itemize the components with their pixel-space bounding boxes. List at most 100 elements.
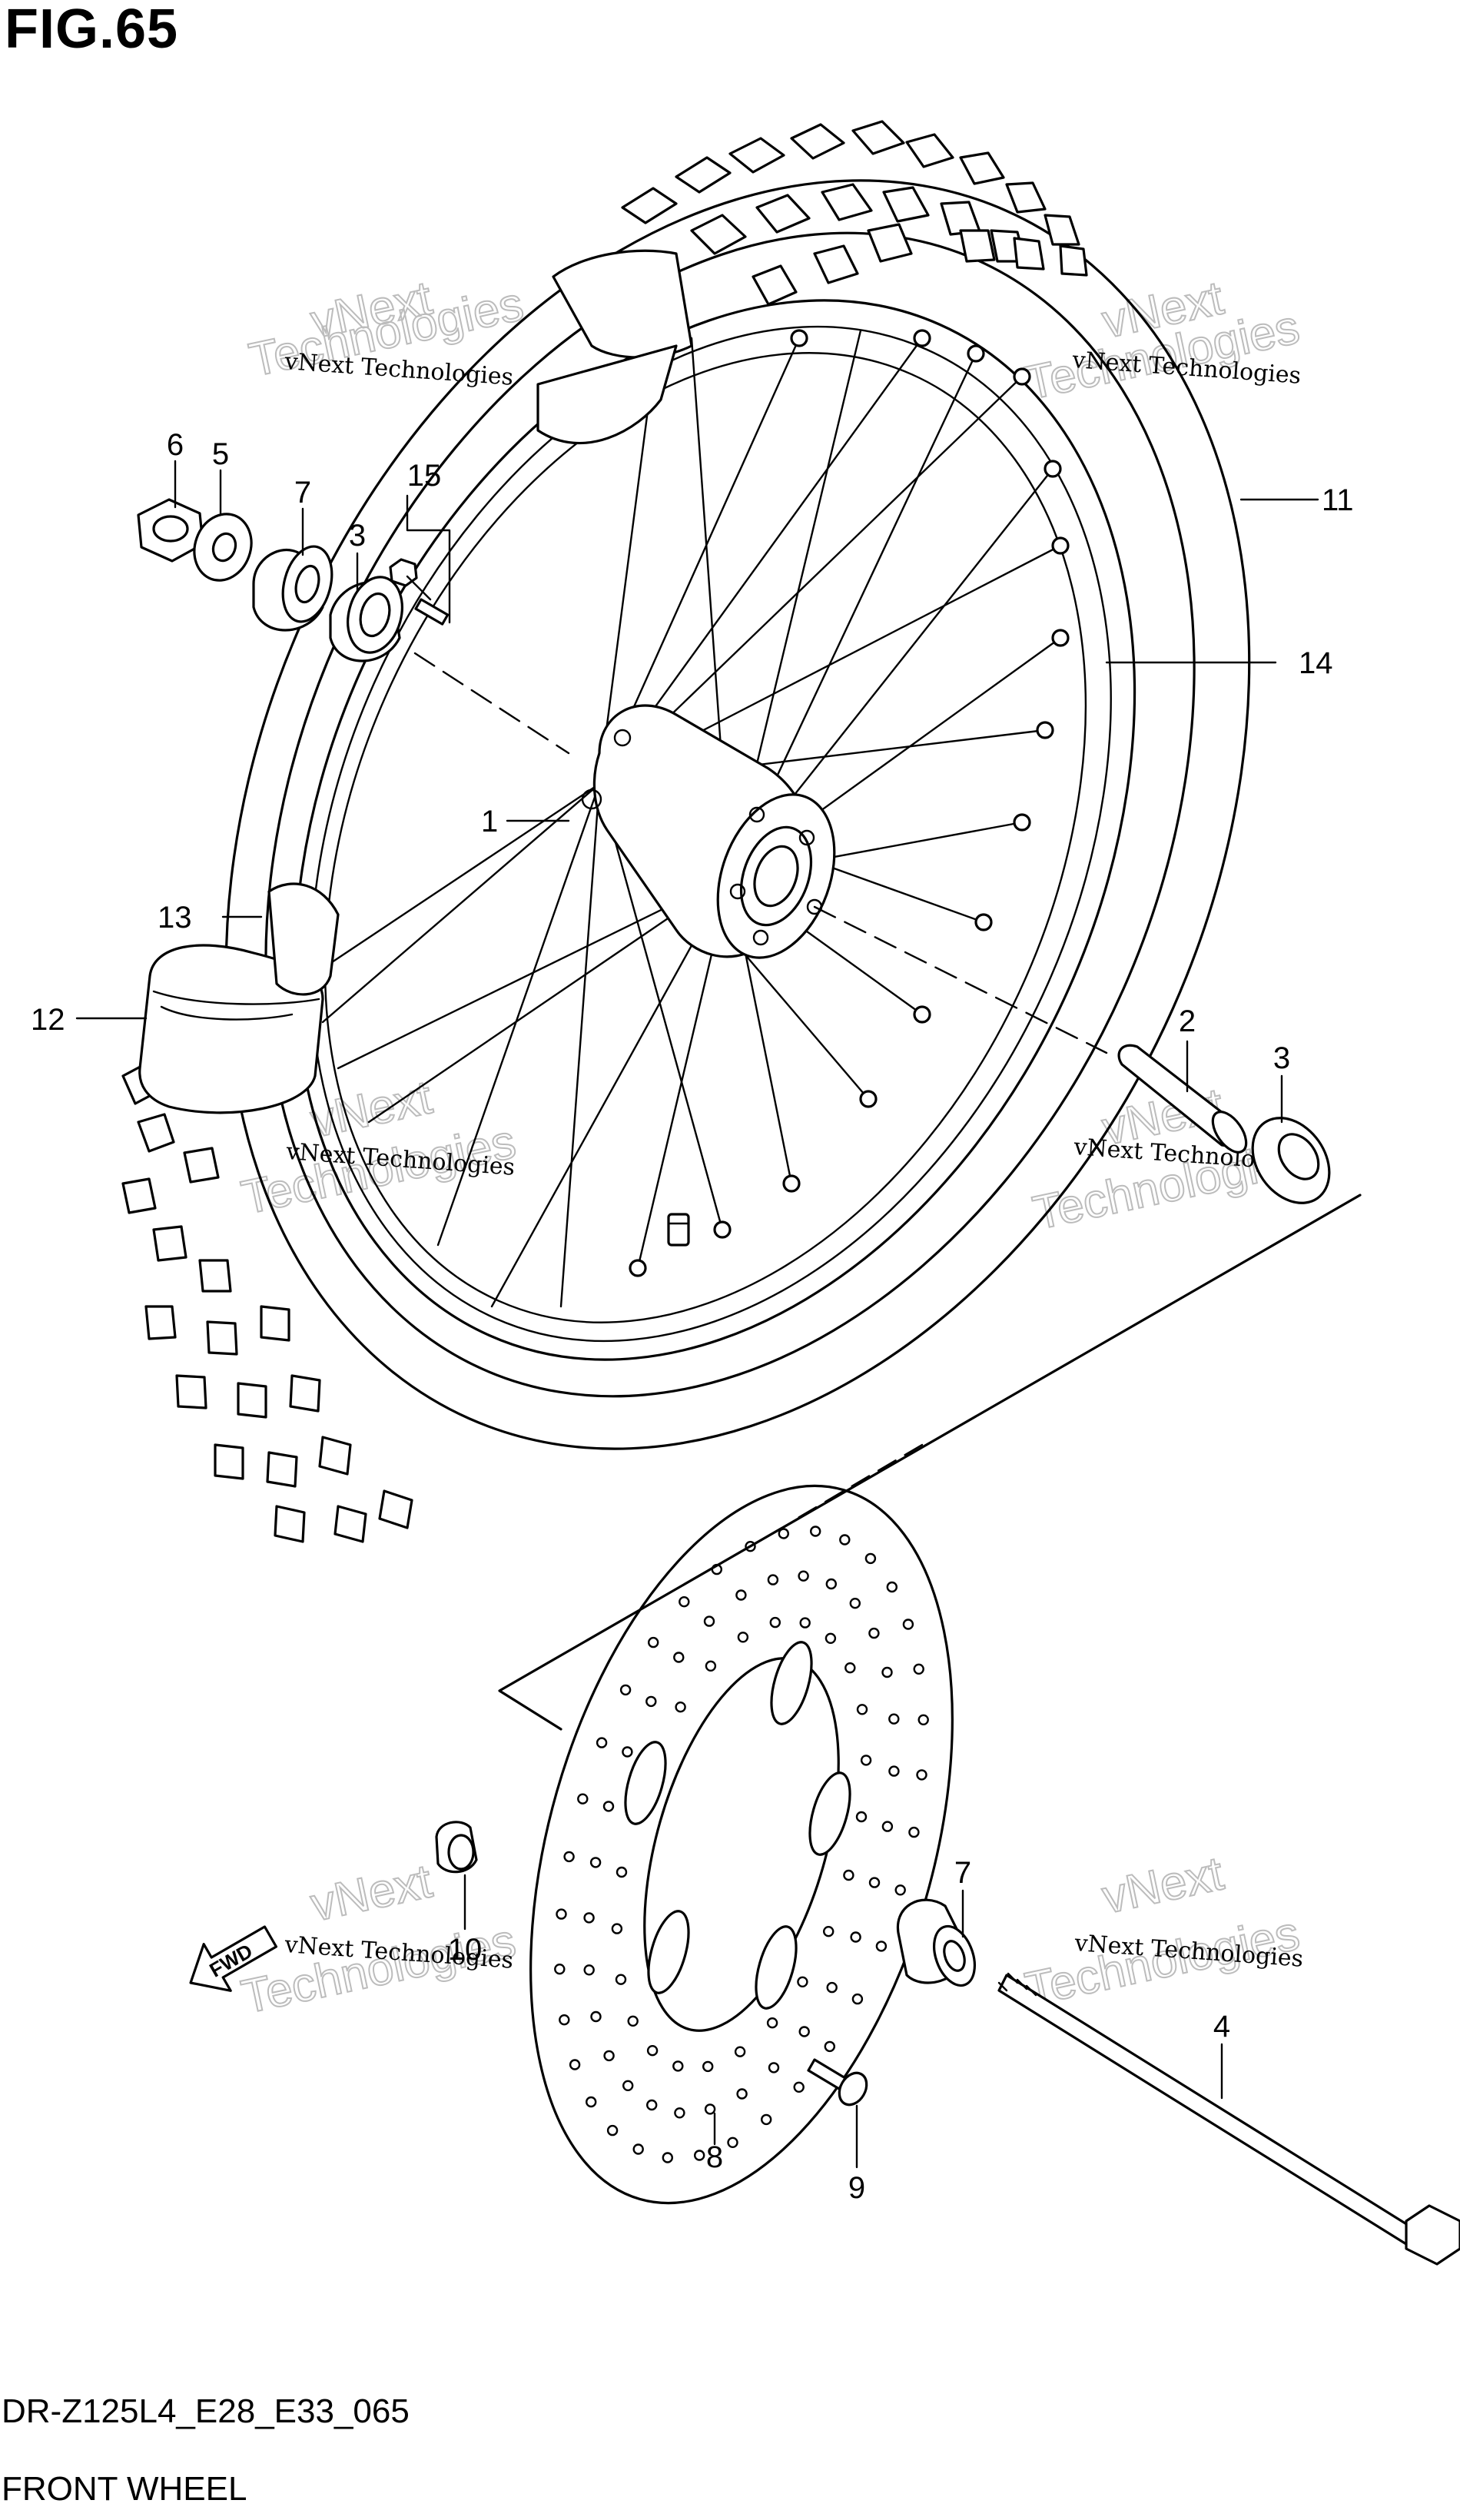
disc-hole [875,1941,888,1952]
disc-hole [826,1981,838,1994]
disc-hole [849,1597,861,1609]
disc-hole [824,2040,836,2053]
disc-hole [590,2010,602,2023]
disc-hole [727,2137,738,2149]
disc-hole [616,1866,628,1878]
disc-hole [703,1615,715,1627]
disc-hole [766,2017,778,2029]
disc-hole [734,2046,746,2057]
disc-hole [793,2081,805,2093]
disc-hole [694,2150,705,2161]
disc-hole [702,2060,714,2073]
disc-hole [611,1923,623,1934]
valve-stem [667,1213,690,1247]
disc-hole [672,2060,684,2072]
disc-hole [602,1801,615,1812]
disc-screw-9 [807,2058,868,2107]
disc-hole [646,2044,659,2057]
hub [581,704,836,959]
disc-hole [822,1925,835,1937]
callout-11: 11 [1322,483,1354,517]
disc-hole [586,2096,597,2108]
disc-hole [913,1663,924,1675]
disc-hole [902,1619,914,1630]
watermark-top-left: Technologies vNext vNext Technologies [244,271,529,391]
disc-hole [619,1684,632,1696]
disc-hole [596,1737,608,1748]
disc-hole [603,2050,615,2062]
disc-hole [881,1821,894,1832]
callout-8: 8 [706,2140,723,2174]
brake-disc-8 [529,1484,954,2205]
bolts-15 [389,558,450,626]
disc-hole [627,2015,639,2027]
disc-hole [556,1908,567,1920]
bearing-3b [1251,1117,1331,1204]
disc-hole [554,1963,566,1975]
disc-hole [615,1974,627,1985]
disc-hole [856,1704,868,1715]
disc-hole [704,2103,716,2115]
callout-12: 12 [31,1003,65,1037]
bolt-10 [435,1821,478,1874]
washer-5 [193,513,253,582]
callout-labels: 6 5 7 3 15 11 14 1 13 12 2 3 7 10 4 8 9 [31,428,1354,2205]
svg-text:vNext: vNext [307,1854,436,1931]
disc-hole [888,1713,900,1725]
watermark-bottom-right: Technologies vNext vNext Technologies [1020,1846,1305,2017]
disc-hole [767,1574,779,1585]
disc-hole [860,1755,872,1766]
callout-3b: 3 [1273,1041,1290,1075]
disc-hole [799,1617,811,1629]
disc-hole [850,1931,861,1943]
disc-hole [673,1652,685,1663]
callout-15: 15 [407,459,442,493]
disc-hole [886,1581,898,1593]
figure-title: FIG.65 [5,0,179,60]
disc-hole [563,1851,575,1863]
disc-hole [622,2080,634,2092]
disc-hole [825,1632,837,1645]
spacer-2 [1117,1044,1248,1154]
disc-hole [768,2062,780,2073]
disc-hole [646,2099,658,2111]
disc-hole [798,2026,810,2037]
callout-7a: 7 [294,476,311,510]
callout-6: 6 [167,428,184,462]
rim [293,299,1136,1361]
disc-hole [809,1526,821,1537]
disc-hole [868,1877,881,1888]
disc-plane-line [498,1194,1362,1731]
brake-disc-slots [624,1641,851,2010]
spacer-7b [896,1898,976,1987]
disc-hole [761,2113,772,2126]
disc-hole [798,1570,809,1582]
disc-hole [737,1632,749,1643]
disc-hole [844,1662,856,1674]
svg-text:vNext: vNext [1098,1847,1228,1924]
callout-13: 13 [158,901,192,935]
bearing-3a [329,576,403,662]
diagram-code: DR-Z125L4_E28_E33_065 [2,2392,410,2430]
disc-hole [825,1578,838,1590]
disc-hole [583,1964,595,1976]
disc-hole [622,1746,633,1758]
tube-flap-13 [267,882,340,996]
callout-2: 2 [1179,1004,1196,1038]
disc-hole [843,1869,854,1881]
callout-4: 4 [1213,2010,1230,2044]
disc-hole [632,2143,644,2155]
watermark-top-right: Technologies vNext vNext Technologies [1020,271,1305,410]
axle-nut-6 [137,498,204,563]
disc-hole [778,1528,789,1539]
disc-hole [645,1695,657,1708]
disc-hole [894,1884,906,1896]
disc-hole [648,1636,659,1648]
spoke-nipples [629,329,1070,1277]
disc-hole [839,1534,851,1546]
callout-7b: 7 [954,1856,971,1890]
disc-hole [916,1769,927,1781]
disc-hole [577,1793,589,1805]
disc-hole [705,1660,717,1672]
